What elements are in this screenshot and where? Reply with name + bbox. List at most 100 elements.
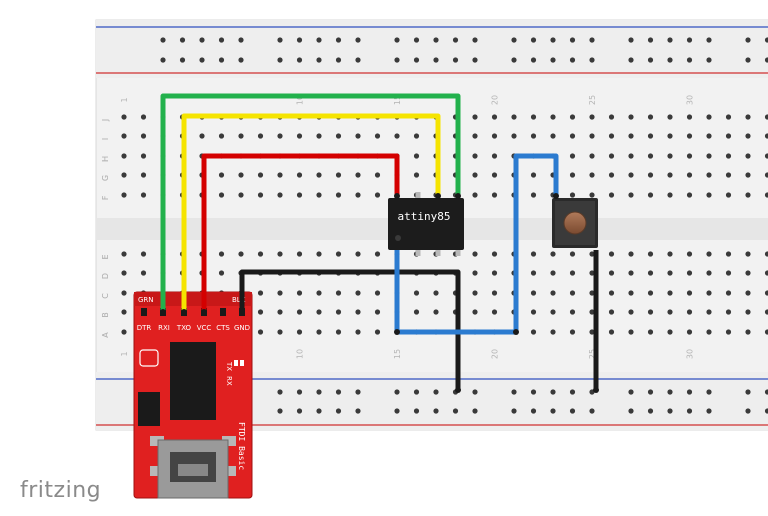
breadboard-hole — [745, 133, 751, 139]
chip-pin — [435, 248, 441, 256]
breadboard-hole — [706, 309, 712, 315]
breadboard-hole — [277, 251, 283, 257]
breadboard-hole — [569, 114, 576, 120]
breadboard-hole — [140, 153, 147, 159]
wire-green-rxi — [160, 93, 461, 312]
column-number: 15 — [393, 95, 402, 105]
power-rail-hole — [511, 389, 517, 395]
ftdi-chip — [170, 342, 216, 420]
row-label: A — [101, 332, 110, 338]
breadboard-hole — [764, 153, 768, 159]
breadboard-hole — [257, 329, 264, 335]
power-rail-hole — [394, 37, 400, 43]
power-rail-hole — [413, 389, 420, 395]
power-rail-hole — [550, 37, 556, 43]
attiny85-chip[interactable]: attiny85 — [388, 192, 464, 256]
breadboard-hole — [628, 192, 634, 198]
ftdi-basic-board[interactable]: GRN BLK DTR RXI TXO VCC CTS GND TX RX FT… — [133, 291, 253, 499]
breadboard-hole — [296, 329, 303, 335]
breadboard-hole — [686, 309, 693, 315]
column-number: 15 — [393, 349, 402, 359]
breadboard-hole — [725, 153, 732, 159]
power-rail-hole — [647, 408, 654, 414]
power-rail-hole — [472, 389, 478, 395]
breadboard-hole — [628, 270, 634, 276]
power-rail-hole — [413, 37, 420, 43]
column-number: 25 — [588, 349, 597, 359]
row-label: C — [101, 293, 110, 299]
breadboard-hole — [686, 251, 693, 257]
breadboard-hole — [686, 270, 693, 276]
top-power-rail — [96, 20, 768, 78]
row-label: G — [101, 175, 110, 181]
breadboard-hole — [218, 270, 225, 276]
breadboard-hole — [686, 133, 693, 139]
breadboard-hole — [472, 251, 478, 257]
power-rail-hole — [179, 37, 186, 43]
power-rail-hole — [238, 57, 244, 63]
breadboard-hole — [374, 172, 381, 178]
breadboard-hole — [647, 114, 654, 120]
breadboard-hole — [706, 153, 712, 159]
power-rail-hole — [647, 37, 654, 43]
column-number: 30 — [686, 349, 695, 359]
breadboard-hole — [121, 192, 127, 198]
breadboard-hole — [569, 251, 576, 257]
ftdi-corner-left-label: GRN — [138, 296, 154, 304]
breadboard-hole — [589, 251, 595, 257]
power-rail-hole — [530, 37, 537, 43]
breadboard-hole — [667, 309, 673, 315]
power-rail-hole — [355, 37, 361, 43]
power-rail-hole — [433, 408, 439, 414]
breadboard-hole — [764, 114, 768, 120]
breadboard-hole — [472, 114, 478, 120]
power-rail-hole — [745, 389, 751, 395]
power-rail-hole — [160, 37, 166, 43]
breadboard-hole — [667, 114, 673, 120]
breadboard-hole — [472, 192, 478, 198]
breadboard-hole — [686, 114, 693, 120]
breadboard-hole — [569, 329, 576, 335]
breadboard-hole — [608, 270, 615, 276]
power-rail-hole — [667, 37, 673, 43]
breadboard-hole — [628, 309, 634, 315]
breadboard-hole — [667, 133, 673, 139]
breadboard-hole — [413, 172, 420, 178]
power-rail-hole — [394, 389, 400, 395]
breadboard-hole — [121, 133, 127, 139]
wires — [160, 93, 599, 393]
power-rail-hole — [550, 57, 556, 63]
breadboard-hole — [511, 133, 517, 139]
breadboard-hole — [569, 270, 576, 276]
breadboard-hole — [589, 172, 595, 178]
breadboard-hole — [530, 251, 537, 257]
breadboard-hole — [628, 172, 634, 178]
breadboard-hole — [745, 329, 751, 335]
column-number: 20 — [491, 95, 500, 105]
power-rail-hole — [667, 389, 673, 395]
breadboard-hole — [589, 114, 595, 120]
breadboard-hole — [628, 329, 634, 335]
pushbutton[interactable] — [552, 198, 598, 248]
breadboard-hole — [316, 290, 322, 296]
breadboard-hole — [374, 290, 381, 296]
breadboard-hole — [530, 290, 537, 296]
chip-pin — [415, 248, 421, 256]
breadboard-hole — [335, 309, 342, 315]
breadboard-hole — [764, 290, 768, 296]
chip-pin1-marker — [395, 235, 401, 241]
row-label: I — [101, 138, 110, 140]
power-rail-hole — [647, 389, 654, 395]
power-rail-hole — [218, 37, 225, 43]
breadboard-hole — [413, 309, 420, 315]
breadboard-hole — [667, 192, 673, 198]
breadboard-hole — [764, 309, 768, 315]
breadboard-hole — [589, 309, 595, 315]
breadboard-hole — [277, 133, 283, 139]
breadboard-hole — [491, 270, 498, 276]
breadboard-hole — [413, 153, 420, 159]
breadboard-hole — [706, 270, 712, 276]
breadboard-hole — [764, 192, 768, 198]
power-rail-hole — [511, 408, 517, 414]
